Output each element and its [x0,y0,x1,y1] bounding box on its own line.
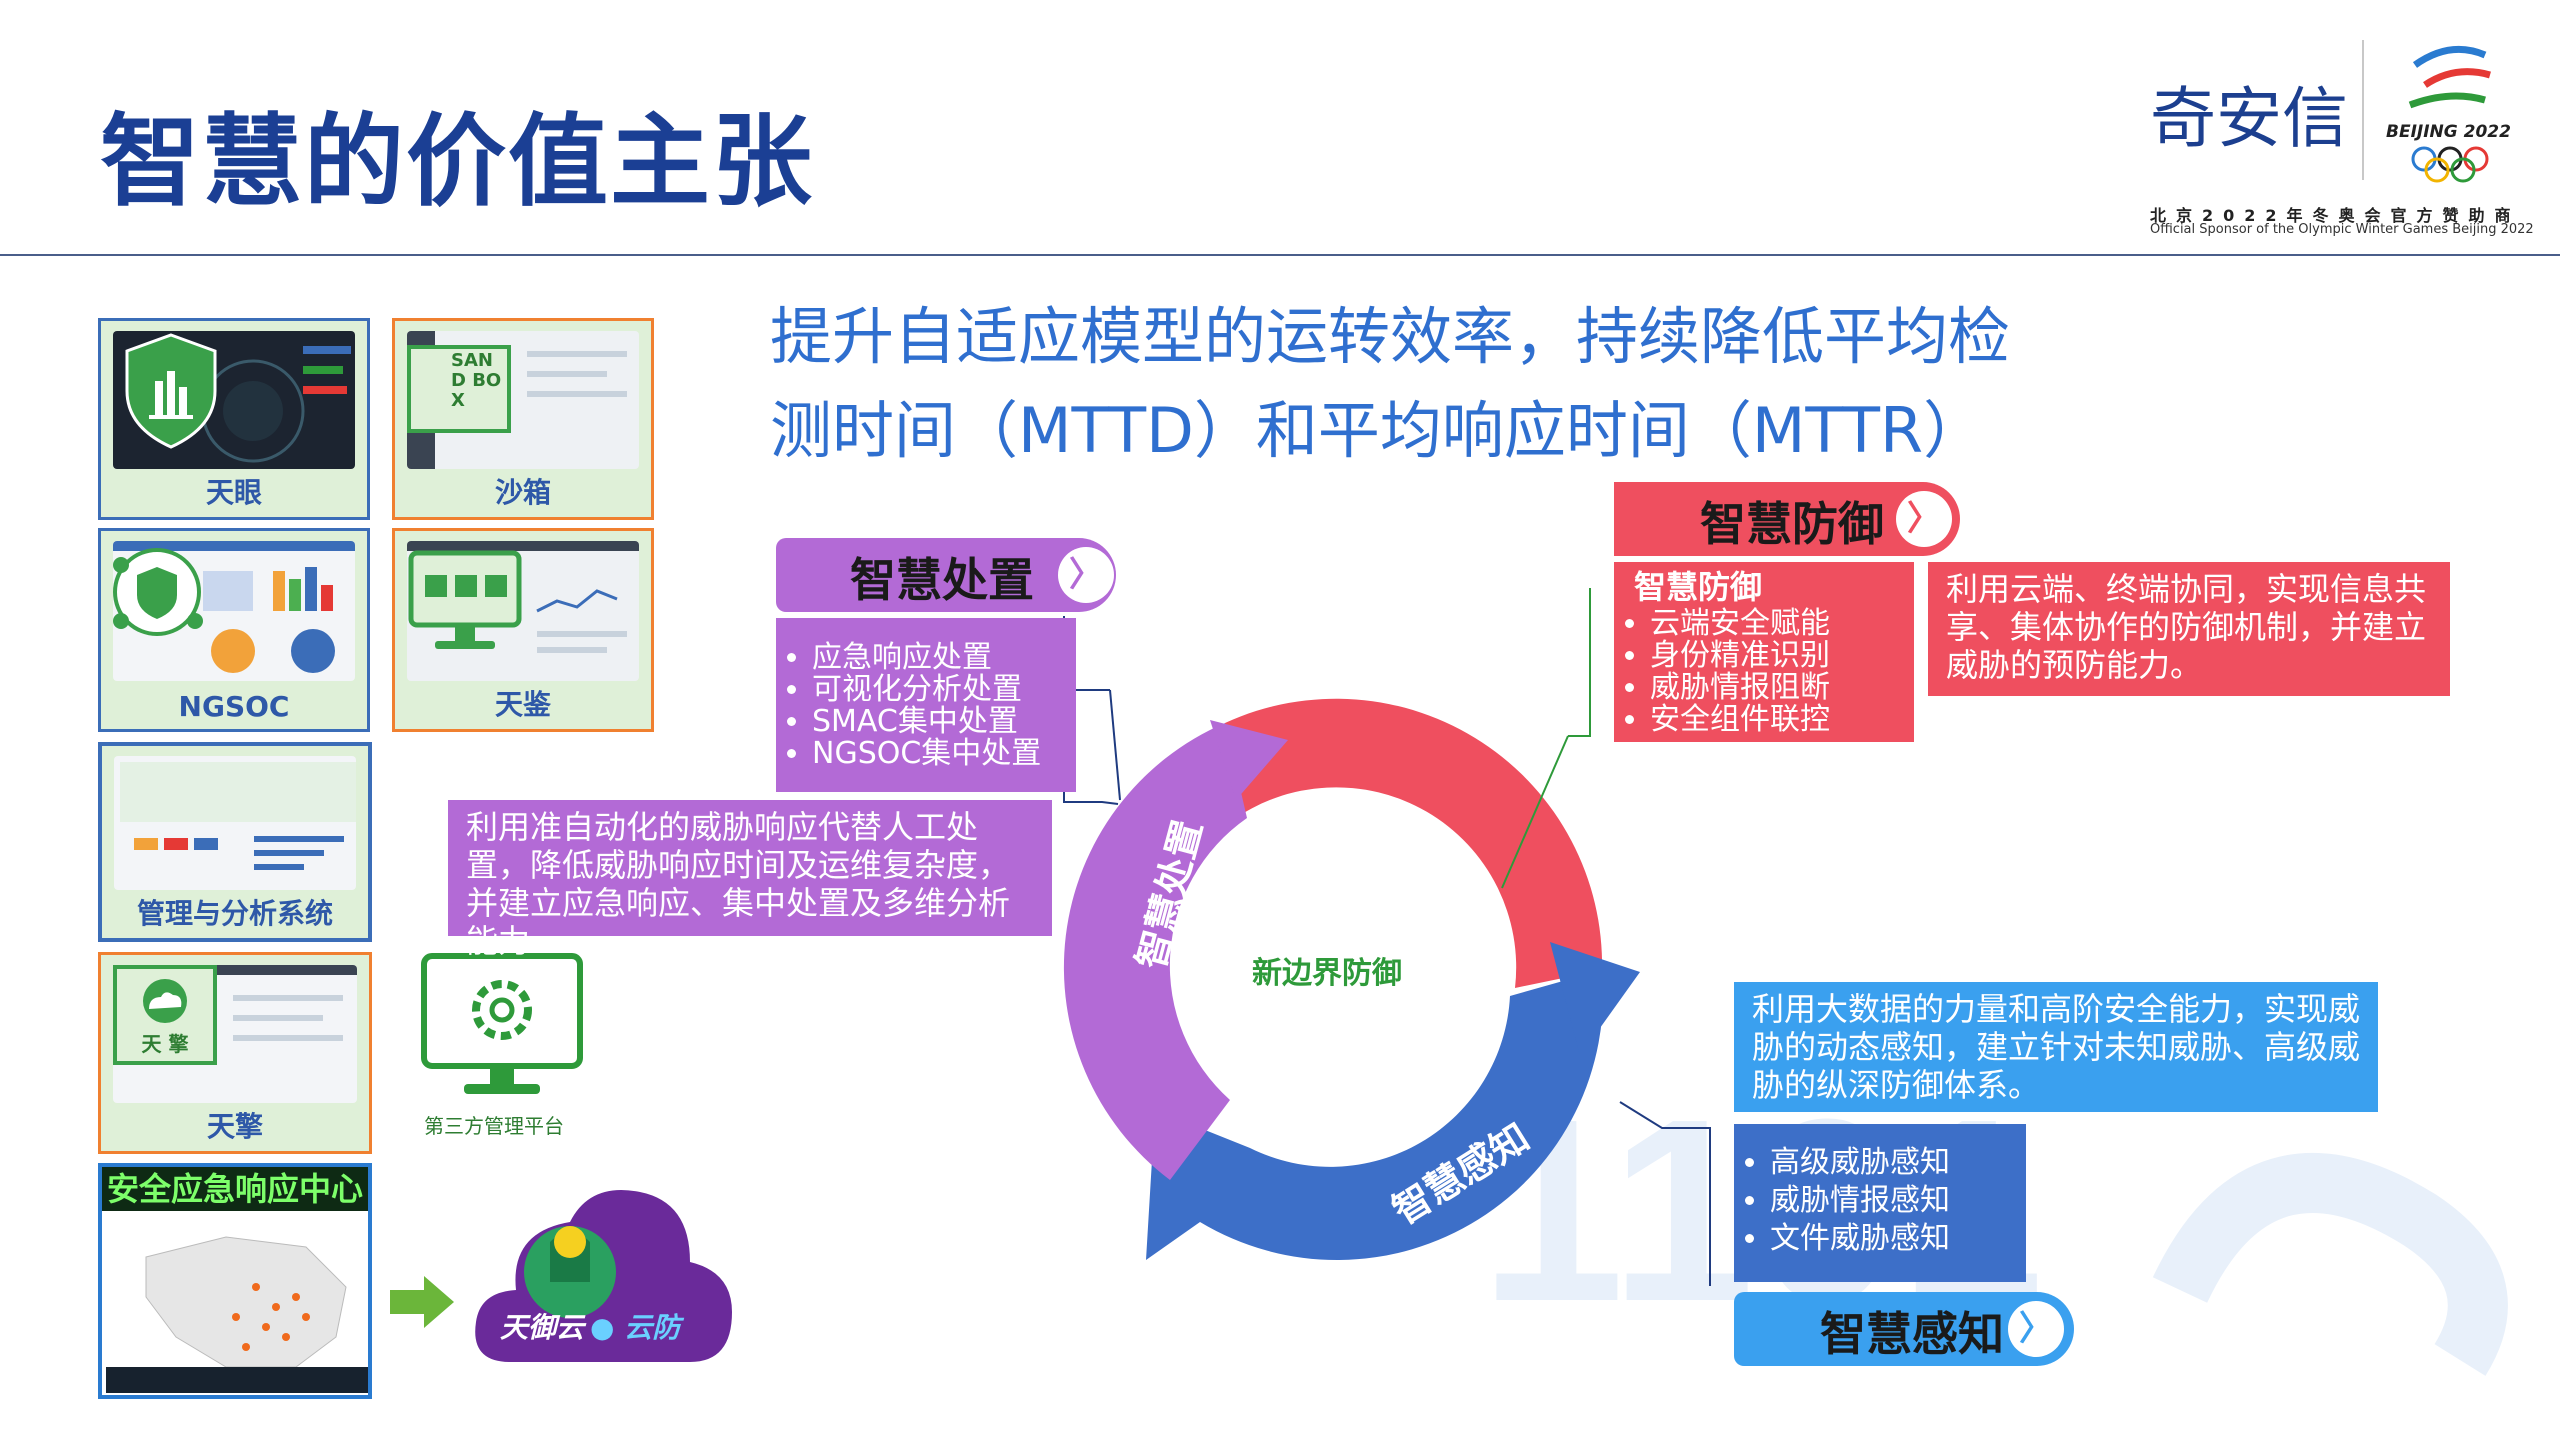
arrow-head-disposal [1210,720,1288,800]
defense-sub-header: 智慧防御 [1634,568,1763,606]
page-title: 智慧的价值主张 [100,103,814,220]
product-card-tianyan: 天眼 [98,318,370,520]
ngsoc-dashboard-graphic [113,541,355,673]
tianqing-ui-graphic [113,965,357,1041]
monitor-check-icon [408,550,522,649]
product-card-tianqing: 天 擎 天擎 [98,952,372,1154]
cloud-shield-icon [143,979,187,1023]
defense-items: 智慧防御 云端安全赋能 身份精准识别 威胁情报阻断 安全组件联控 [1614,562,1914,742]
emergency-title: 安全应急响应中心 [102,1167,368,1211]
disposal-header-text: 智慧处置 [850,553,1034,607]
perception-item: 高级威胁感知 [1770,1144,2026,1182]
defense-list: 云端安全赋能 身份精准识别 威胁情报阻断 安全组件联控 [1614,608,1914,736]
product-card-mgmt: 管理与分析系统 [98,742,372,942]
disposal-item: 可视化分析处置 [812,674,1076,706]
perception-items: 高级威胁感知 威胁情报感知 文件威胁感知 [1734,1124,2026,1282]
subtitle-line-2: 测时间（MTTD）和平均响应时间（MTTR） [770,394,1986,467]
perception-item: 威胁情报感知 [1770,1182,2026,1220]
perception-header-text: 智慧感知 [1820,1307,2004,1361]
tianyu-cloud-icon [475,1190,732,1362]
shield-icon [125,333,217,449]
tianqing-label: 天擎 [206,1110,263,1143]
disposal-description: 利用准自动化的威胁响应代替人工处置，降低威胁响应时间及运维复杂度，并建立应急响应… [448,800,1052,960]
arrow-right-icon [390,1276,454,1328]
logo-divider [2362,40,2364,180]
defense-header-text: 智慧防御 [1700,497,1884,551]
product-card-tianjian: 天鉴 [392,528,654,732]
product-card-emergency: 安全应急响应中心 [98,1163,372,1399]
sandbox-icon: SAND BOX [407,345,511,433]
defense-item: 威胁情报阻断 [1650,672,1914,704]
gear-monitor-icon [421,953,583,1094]
product-card-shaxiang: SAND BOX 沙箱 [392,318,654,520]
shaxiang-label: 沙箱 [494,476,551,509]
sponsor-english: Official Sponsor of the Olympic Winter G… [2150,222,2534,237]
perception-header: 智慧感知 〉 [1734,1292,2074,1366]
disposal-item: NGSOC集中处置 [812,738,1076,770]
subtitle-line-1: 提升自适应模型的运转效率，持续降低平均检 [770,300,2011,373]
product-card-ngsoc: NGSOC [98,528,370,732]
third-party-label: 第三方管理平台 [424,1114,564,1138]
arrow-head-perception [1550,942,1640,1056]
beijing-2022-text: BEIJING 2022 [2386,122,2511,142]
mgmt-dashboard-graphic [120,762,356,870]
ngsoc-shield-icon [113,548,203,636]
tianqing-icon-text: 天 擎 [141,1032,189,1056]
olympic-rings-icon [2411,146,2489,183]
china-map-icon [106,1236,368,1393]
beijing-2022-emblem-icon [2408,45,2491,109]
cycle-segment-disposal [1063,723,1247,1180]
perception-chevron-icon: 〉 [2008,1301,2064,1357]
perception-item: 文件威胁感知 [1770,1220,2026,1258]
disposal-items: 应急响应处置 可视化分析处置 SMAC集中处置 NGSOC集中处置 [776,618,1076,792]
defense-description: 利用云端、终端协同，实现信息共享、集体协作的防御机制，并建立威胁的预防能力。 [1928,562,2450,696]
cycle-center-label: 新边界防御 [1252,956,1402,991]
disposal-list: 应急响应处置 可视化分析处置 SMAC集中处置 NGSOC集中处置 [776,642,1076,770]
cloud-dot: ● [590,1311,625,1344]
defense-header: 智慧防御 〉 [1614,482,1960,556]
defense-item: 安全组件联控 [1650,704,1914,736]
mgmt-label: 管理与分析系统 [136,897,333,930]
sandbox-icon-text: SAND BOX [451,350,502,411]
header-divider [0,254,2560,256]
company-logo-text: 奇安信 [2150,80,2348,157]
tianjian-ui-graphic [407,541,639,653]
cloud-sub: ● 云防 [590,1306,680,1346]
mgmt-screenshot [114,756,356,890]
disposal-header: 智慧处置 〉 [776,538,1116,612]
subtitle: 提升自适应模型的运转效率，持续降低平均检 测时间（MTTD）和平均响应时间（MT… [770,290,2100,478]
cycle-segment-perception [1146,970,1604,1261]
perception-description: 利用大数据的力量和高阶安全能力，实现威胁的动态感知，建立针对未知威胁、高级威胁的… [1734,982,2378,1112]
defense-item: 身份精准识别 [1650,640,1914,672]
cycle-diagram [1063,698,1640,1261]
defense-item: 云端安全赋能 [1650,608,1914,640]
defense-chevron-icon: 〉 [1896,491,1952,547]
cloud-name: 天御云 [500,1311,585,1344]
ngsoc-label: NGSOC [178,690,290,723]
sponsor-chinese: 北京2022年冬奥会官方赞助商 [2150,206,2521,225]
disposal-item: SMAC集中处置 [812,706,1076,738]
disposal-chevron-icon: 〉 [1058,547,1114,603]
cloud-sub-text: 云防 [624,1311,681,1344]
tianqing-icon: 天 擎 [113,965,217,1065]
tianjian-label: 天鉴 [494,688,551,721]
tianyan-label: 天眼 [205,476,262,509]
disposal-item: 应急响应处置 [812,642,1076,674]
cycle-segment-defense [1225,698,1603,988]
perception-list: 高级威胁感知 威胁情报感知 文件威胁感知 [1734,1144,2026,1258]
